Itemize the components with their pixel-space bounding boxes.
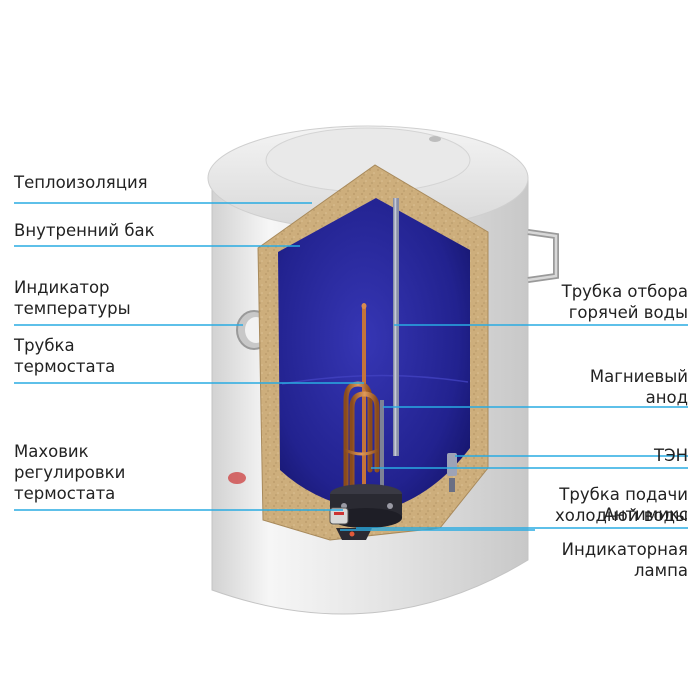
label-thermostat-knob: Маховик регулировки термостата bbox=[14, 442, 126, 503]
label-temperature-indicator: Индикатор температуры bbox=[14, 278, 131, 318]
label-hot-water-tube: Трубка отбора горячей воды bbox=[561, 282, 688, 322]
brand-logo bbox=[228, 472, 246, 484]
hot-water-tube bbox=[393, 198, 399, 456]
inner-tank-interior bbox=[278, 198, 470, 512]
label-indicator-lamp: Индикаторная лампа bbox=[561, 540, 688, 580]
label-inner-tank: Внутренний бак bbox=[14, 221, 155, 240]
indicator-lamp bbox=[336, 528, 372, 540]
label-cold-water-tube: Трубка подачи холодной воды bbox=[554, 485, 688, 525]
magnesium-anode bbox=[380, 400, 384, 486]
label-thermostat-tube: Трубка термостата bbox=[14, 336, 116, 376]
label-magnesium-anode: Магниевый анод bbox=[589, 367, 688, 407]
handle bbox=[527, 229, 559, 283]
label-heating-element: ТЭН bbox=[653, 446, 688, 465]
leader-lines bbox=[14, 202, 688, 531]
heating-element bbox=[343, 381, 380, 491]
label-antimix: Антимикс bbox=[603, 505, 688, 524]
thermostat-knob bbox=[329, 507, 349, 525]
cold-water-tube bbox=[447, 453, 457, 492]
inner-tank-seam bbox=[281, 374, 469, 385]
label-insulation: Теплоизоляция bbox=[14, 173, 148, 192]
